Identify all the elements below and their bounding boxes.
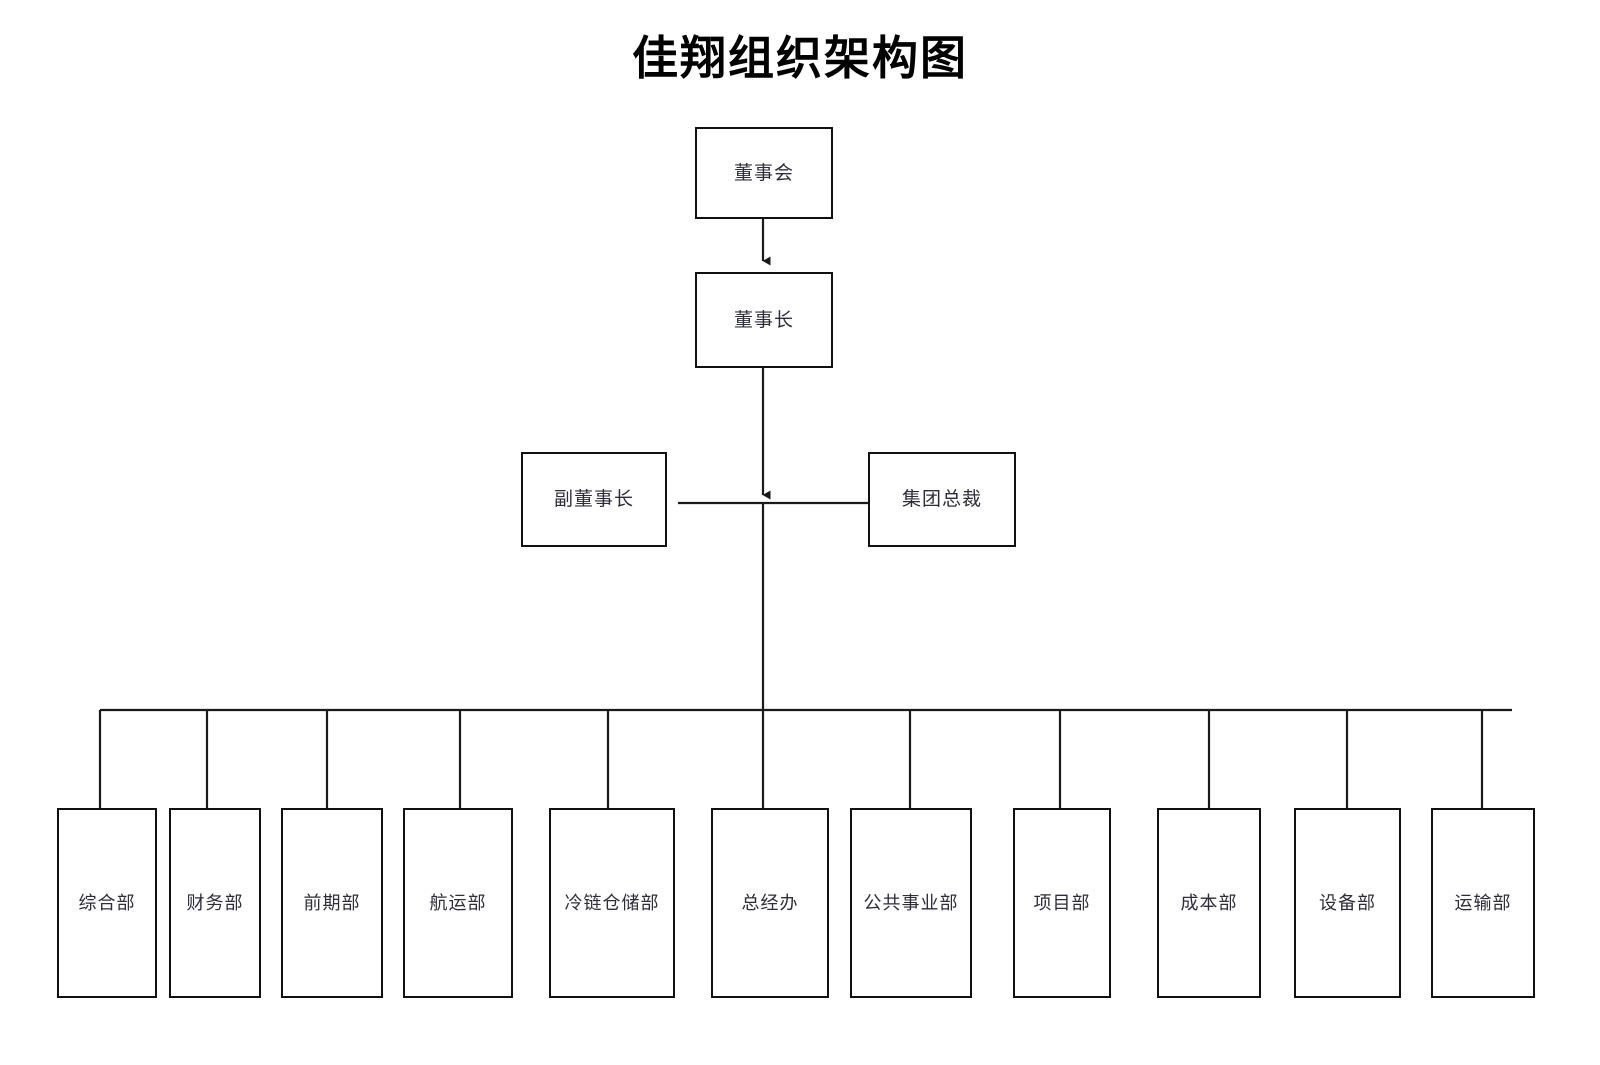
node-label: 集团总裁 — [901, 488, 982, 510]
node-label: 综合部 — [78, 893, 136, 914]
node-label: 总经办 — [741, 893, 799, 914]
node-department-lenglian-cangchubu[interactable]: 冷链仓储部 — [549, 808, 675, 998]
node-chairman[interactable]: 董事长 — [695, 272, 833, 368]
node-department-caiwubu[interactable]: 财务部 — [169, 808, 261, 998]
node-label: 成本部 — [1180, 893, 1238, 914]
node-label: 财务部 — [186, 893, 244, 914]
node-group-president[interactable]: 集团总裁 — [868, 452, 1016, 547]
node-board-of-directors[interactable]: 董事会 — [695, 127, 833, 219]
node-label: 航运部 — [429, 893, 487, 914]
node-label: 项目部 — [1033, 893, 1091, 914]
node-label: 冷链仓储部 — [564, 893, 660, 914]
node-department-zonghebu[interactable]: 综合部 — [57, 808, 157, 998]
node-label: 运输部 — [1454, 893, 1512, 914]
node-label: 前期部 — [303, 893, 361, 914]
node-label: 公共事业部 — [863, 893, 959, 914]
node-department-zongjingban[interactable]: 总经办 — [711, 808, 829, 998]
node-label: 设备部 — [1319, 893, 1376, 914]
node-department-gonggong-shiyebu[interactable]: 公共事业部 — [850, 808, 972, 998]
node-department-xiangmubu[interactable]: 项目部 — [1013, 808, 1111, 998]
node-department-yunshubu[interactable]: 运输部 — [1431, 808, 1535, 998]
node-label: 董事会 — [733, 161, 794, 184]
node-department-hangyunbu[interactable]: 航运部 — [403, 808, 513, 998]
node-vice-chairman[interactable]: 副董事长 — [521, 452, 667, 547]
node-label: 董事长 — [733, 308, 794, 331]
node-department-qianqibu[interactable]: 前期部 — [281, 808, 383, 998]
page-title: 佳翔组织架构图 — [632, 31, 968, 85]
node-department-shebeibu[interactable]: 设备部 — [1294, 808, 1401, 998]
node-department-chengbenbu[interactable]: 成本部 — [1157, 808, 1261, 998]
node-label: 副董事长 — [553, 488, 634, 510]
